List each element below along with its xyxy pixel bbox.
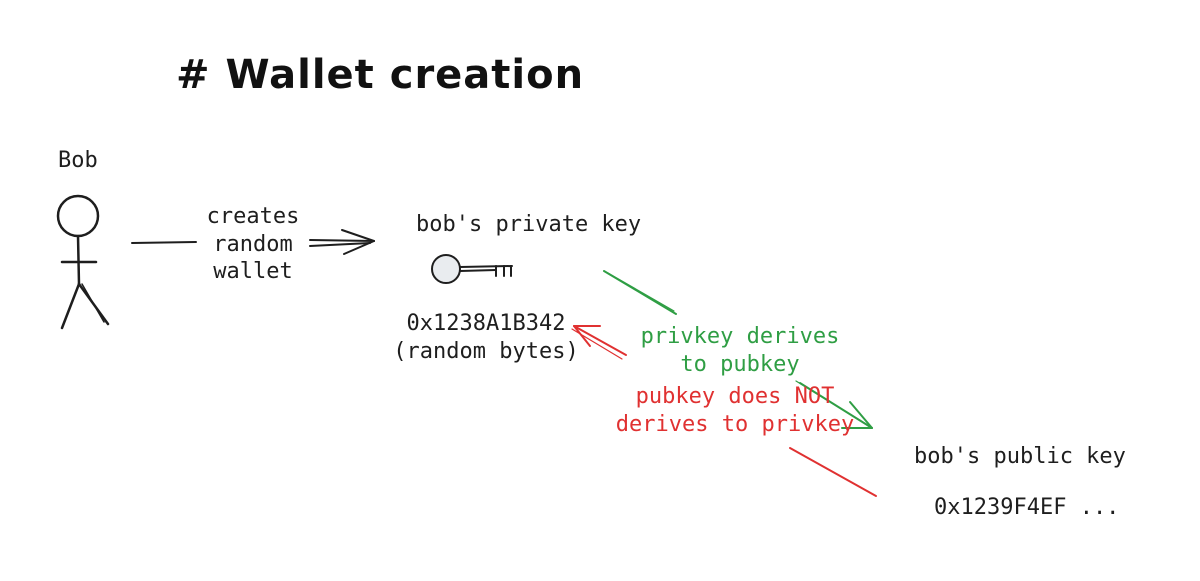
create-action-line: random (213, 231, 293, 257)
derive-forward-label: privkey derives to pubkey (630, 323, 850, 378)
create-action-label: creates random wallet (200, 203, 306, 286)
private-key-label: bob's private key (416, 212, 642, 237)
private-key-value-block: 0x1238A1B342 (random bytes) (386, 310, 586, 365)
derive-forward-line: privkey derives (640, 324, 840, 349)
derive-reverse-line: derives to privkey (615, 411, 855, 437)
derive-forward-arrow (603, 270, 873, 429)
derive-reverse-line: pubkey does NOT (635, 384, 835, 409)
stick-figure-icon (56, 194, 110, 330)
derive-forward-line: to pubkey (680, 351, 800, 377)
create-action-line: creates (206, 204, 300, 229)
page-title: # Wallet creation (176, 52, 585, 98)
derive-reverse-arrow (571, 325, 877, 497)
public-key-value: 0x1239F4EF ... (934, 495, 1120, 520)
create-arrow (131, 229, 375, 255)
key-icon (431, 254, 513, 284)
actor-name: Bob (58, 148, 98, 173)
derive-reverse-label: pubkey does NOT derives to privkey (600, 383, 870, 438)
private-key-note: (random bytes) (393, 338, 579, 364)
create-action-line: wallet (213, 259, 293, 284)
private-key-value: 0x1238A1B342 (406, 311, 566, 336)
public-key-label: bob's public key (914, 444, 1126, 469)
